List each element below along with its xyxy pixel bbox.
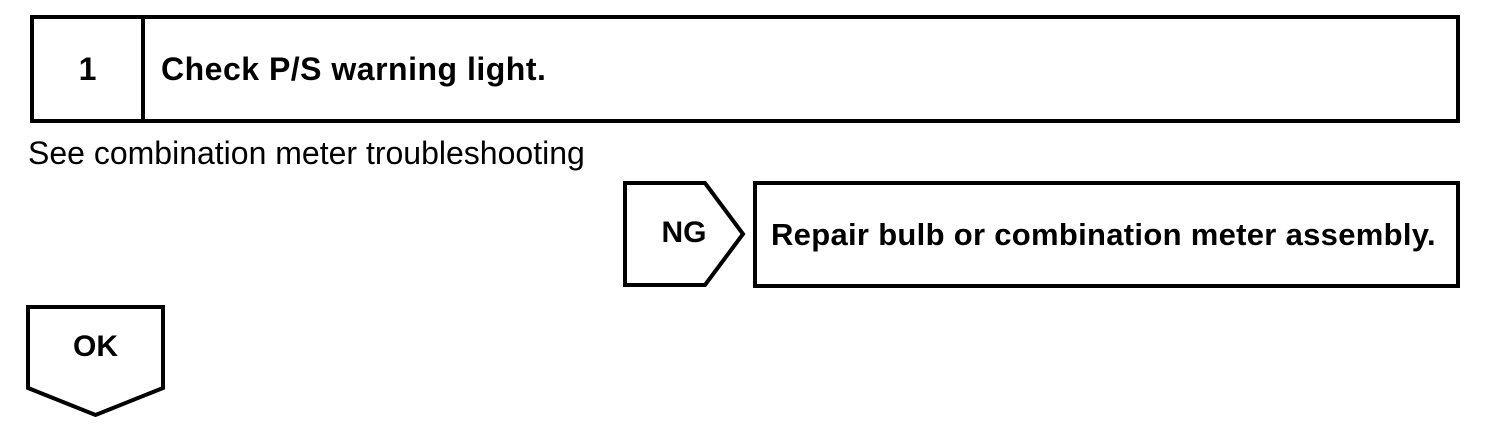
- ok-connector-label: OK: [73, 330, 118, 363]
- ng-action-box: Repair bulb or combination meter assembl…: [753, 181, 1460, 288]
- ok-connector-shape: [26, 305, 165, 418]
- ng-connector-shape: [623, 181, 746, 287]
- step-number: 1: [34, 19, 145, 119]
- ng-connector-label: NG: [661, 216, 707, 249]
- step-title: Check P/S warning light.: [161, 50, 547, 87]
- step-note: See combination meter troubleshooting: [28, 135, 585, 171]
- step-header-box: 1 Check P/S warning light.: [30, 15, 1460, 123]
- ng-action-text: Repair bulb or combination meter assembl…: [771, 216, 1436, 252]
